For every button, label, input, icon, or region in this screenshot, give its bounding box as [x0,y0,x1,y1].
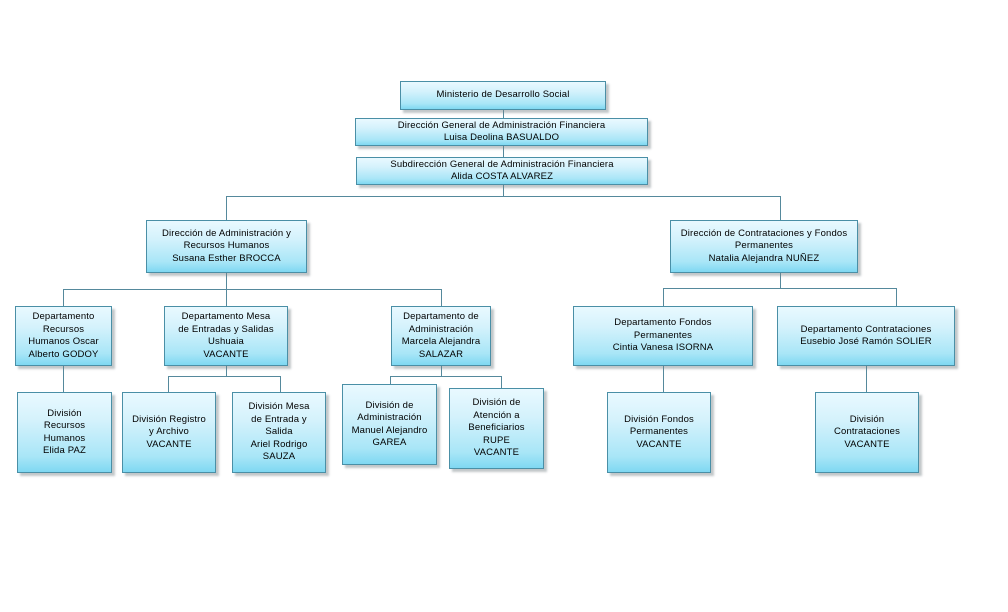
node-dir-contrat-fondos-label: Dirección de Contrataciones y Fondos Per… [680,227,848,264]
connector-dpto-rrhh-to-div [63,366,64,392]
connector-dpto-fondos-to-div [663,366,664,392]
connector-dir-admin-stem [226,273,227,289]
connector-dgaf-sgaf [503,146,504,158]
node-subdireccion-general-administracion-financiera[interactable]: Subdirección General de Administración F… [356,157,648,185]
node-dpto-mesa-label: Departamento Mesa de Entradas y Salidas … [178,311,274,360]
node-division-recursos-humanos[interactable]: División Recursos Humanos Elida PAZ [17,392,112,473]
node-departamento-recursos-humanos[interactable]: Departamento Recursos Humanos Oscar Albe… [15,306,112,366]
connector-sgaf-stem [503,184,504,197]
node-div-contrat-label: División Contrataciones VACANTE [834,413,900,450]
connector-ministerio-dgaf [503,110,504,120]
node-division-registro-archivo[interactable]: División Registro y Archivo VACANTE [122,392,216,473]
node-departamento-fondos-permanentes[interactable]: Departamento Fondos Permanentes Cintia V… [573,306,753,366]
node-direccion-general-administracion-financiera[interactable]: Dirección General de Administración Fina… [355,118,648,146]
node-division-atencion-beneficiarios[interactable]: División de Atención a Beneficiarios RUP… [449,388,544,469]
connector-right-departments-bar [663,288,897,289]
node-dpto-fondos-label: Departamento Fondos Permanentes Cintia V… [612,317,714,354]
node-division-mesa-entrada-salida[interactable]: División Mesa de Entrada y Salida Ariel … [232,392,326,473]
node-div-atencion-label: División de Atención a Beneficiarios RUP… [468,397,525,459]
node-dgaf-label: Dirección General de Administración Fina… [397,119,606,144]
node-ministerio[interactable]: Ministerio de Desarrollo Social [400,81,606,110]
node-div-admin-label: División de Administración Manuel Alejan… [351,399,428,449]
node-division-contrataciones[interactable]: División Contrataciones VACANTE [815,392,919,473]
node-direccion-contrataciones-fondos-permanentes[interactable]: Dirección de Contrataciones y Fondos Per… [670,220,858,273]
connector-level3-bar [226,196,781,197]
connector-dir-contrat-stem [780,273,781,288]
connector-dpto-admin-stem [441,366,442,376]
connector-bar-to-div-mesa [280,376,281,392]
connector-bar-to-dpto-contrat [896,288,897,306]
node-div-registro-label: División Registro y Archivo VACANTE [132,413,206,450]
connector-bar-to-div-registro [168,376,169,392]
connector-bar-to-dpto-rrhh [63,289,64,306]
node-div-rrhh-label: División Recursos Humanos Elida PAZ [43,407,86,457]
node-dpto-contrat-label: Departamento Contrataciones Eusebio José… [800,323,932,348]
connector-bar-to-dpto-admin [441,289,442,306]
connector-bar-to-dir-admin [226,196,227,220]
node-division-administracion[interactable]: División de Administración Manuel Alejan… [342,384,437,465]
connector-mesa-children-bar [168,376,280,377]
node-ministerio-label: Ministerio de Desarrollo Social [436,89,570,101]
node-sgaf-label: Subdirección General de Administración F… [390,158,614,183]
connector-bar-to-dpto-fondos [663,288,664,306]
connector-bar-to-dpto-mesa [226,289,227,306]
connector-dpto-mesa-stem [226,366,227,376]
node-departamento-contrataciones[interactable]: Departamento Contrataciones Eusebio José… [777,306,955,366]
node-dir-admin-rrhh-label: Dirección de Administración y Recursos H… [162,227,291,264]
connector-dpto-contrat-to-div [866,366,867,392]
node-departamento-administracion[interactable]: Departamento de Administración Marcela A… [391,306,491,366]
connector-bar-to-dir-contrat [780,196,781,220]
node-dpto-admin-label: Departamento de Administración Marcela A… [401,311,481,360]
connector-left-departments-bar [63,289,441,290]
node-div-fondos-label: División Fondos Permanentes VACANTE [624,413,694,450]
connector-admin-children-bar [390,376,501,377]
node-division-fondos-permanentes[interactable]: División Fondos Permanentes VACANTE [607,392,711,473]
node-dpto-rrhh-label: Departamento Recursos Humanos Oscar Albe… [28,311,99,360]
node-direccion-administracion-recursos-humanos[interactable]: Dirección de Administración y Recursos H… [146,220,307,273]
connector-bar-to-div-atencion [501,376,502,392]
node-departamento-mesa-entradas-salidas[interactable]: Departamento Mesa de Entradas y Salidas … [164,306,288,366]
node-div-mesa-label: División Mesa de Entrada y Salida Ariel … [248,401,310,463]
